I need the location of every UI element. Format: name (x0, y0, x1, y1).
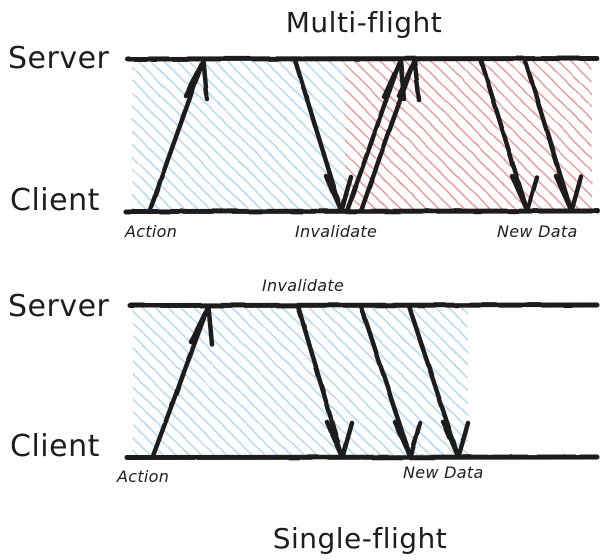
panel-multi-flight: Multi-flight Server Client (8, 6, 600, 241)
panel-single-flight: Server Client (8, 276, 600, 555)
lane-line-server-multi-flight (125, 56, 600, 62)
event-label-invalidate-multi-flight: Invalidate (295, 222, 377, 241)
lane-label-client-multi-flight: Client (10, 183, 100, 218)
region-blue-single-flight (133, 306, 468, 457)
message-refetch-up-2-multi-flight (358, 58, 422, 214)
event-label-new-data-multi-flight: New Data (497, 222, 578, 241)
messages-single-flight (150, 303, 471, 460)
lane-label-server-multi-flight: Server (8, 41, 110, 76)
panel-title-single-flight: Single-flight (273, 522, 448, 555)
message-action-up-multi-flight (147, 58, 210, 213)
message-invalidate-down-single-flight (295, 303, 355, 460)
lane-line-server-single-flight (127, 302, 600, 308)
region-group-single-flight (133, 306, 468, 457)
message-newdata-down-1-multi-flight (478, 57, 540, 214)
message-newdata-down-2-single-flight (406, 303, 471, 460)
event-label-new-data-single-flight: New Data (403, 463, 484, 482)
region-group-multi-flight (132, 60, 592, 211)
lane-label-client-single-flight: Client (10, 429, 100, 464)
message-invalidate-down-multi-flight (292, 57, 354, 214)
messages-multi-flight (147, 57, 584, 214)
lane-line-client-single-flight (124, 454, 600, 460)
event-label-action-single-flight: Action (116, 467, 169, 486)
region-red-multi-flight (345, 60, 592, 211)
region-blue-multi-flight (132, 60, 345, 211)
lane-label-server-single-flight: Server (8, 289, 110, 324)
event-label-invalidate-single-flight: Invalidate (262, 276, 344, 295)
event-label-action-multi-flight: Action (124, 222, 177, 241)
message-newdata-down-2-multi-flight (522, 57, 584, 214)
message-action-up-single-flight (150, 304, 215, 459)
panel-title-multi-flight: Multi-flight (286, 6, 442, 39)
message-newdata-down-1-single-flight (358, 303, 423, 460)
